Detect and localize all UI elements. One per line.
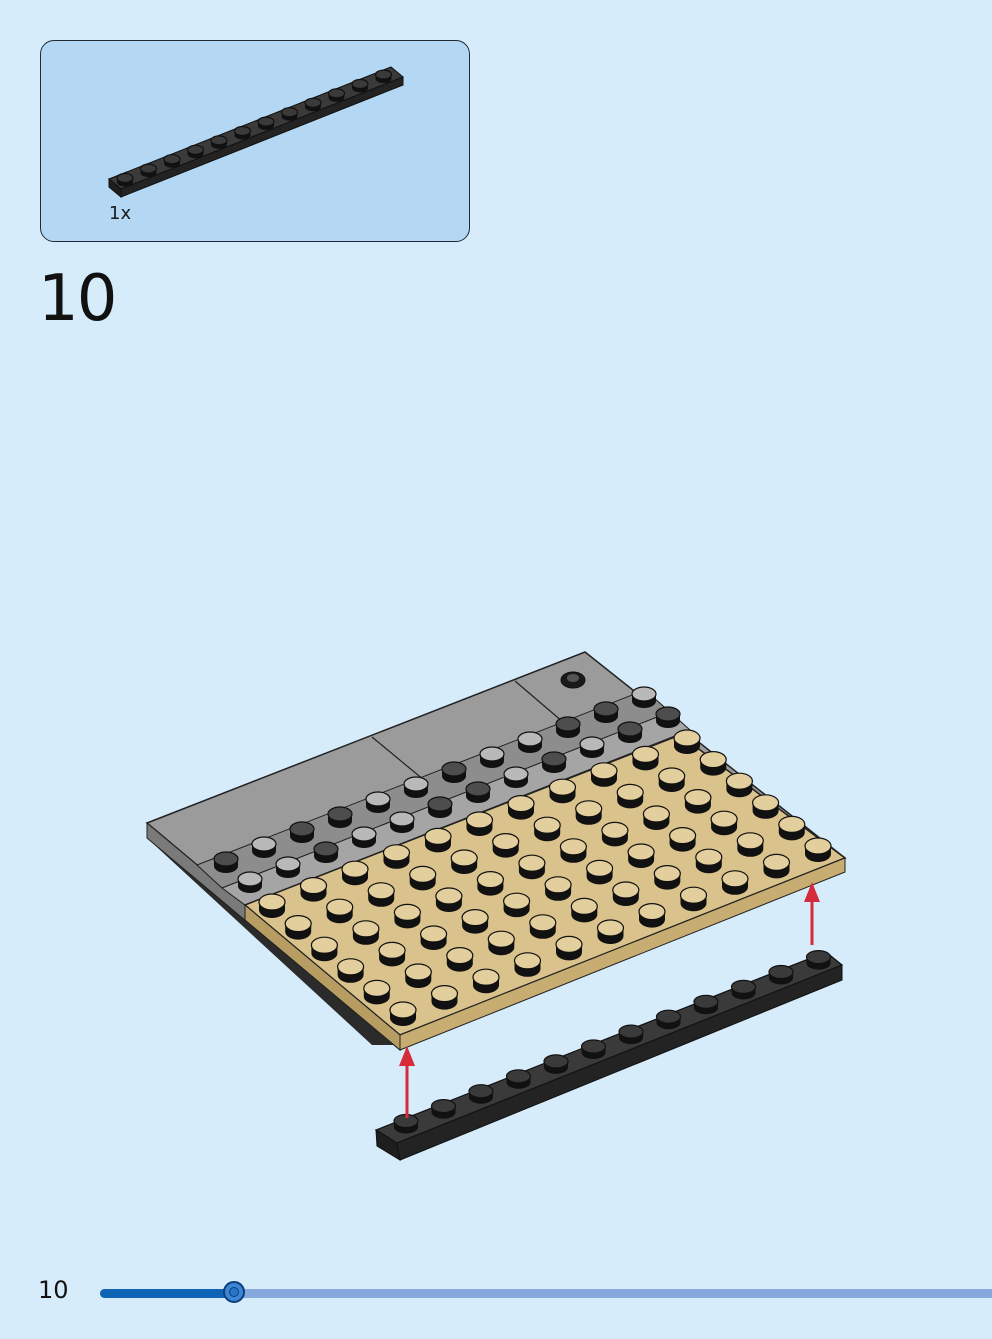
tan-plate-left — [244, 903, 401, 1052]
page-number: 10 — [38, 1276, 69, 1304]
part-quantity: 1x — [109, 203, 132, 224]
step-number: 10 — [38, 262, 117, 336]
progress-fill — [100, 1289, 234, 1298]
black-plate-1x12-icon — [108, 66, 404, 199]
progress-knob — [222, 1281, 245, 1303]
tan-and-gray-base-assembly-icon — [145, 651, 847, 1162]
red-attach-arrow-icon — [399, 882, 820, 1118]
strip-studs — [213, 686, 681, 893]
new-plate-studs — [393, 949, 832, 1134]
parts-callout: 1x — [40, 40, 470, 242]
progress-bar — [100, 1281, 992, 1303]
tan-studs — [258, 729, 832, 1026]
